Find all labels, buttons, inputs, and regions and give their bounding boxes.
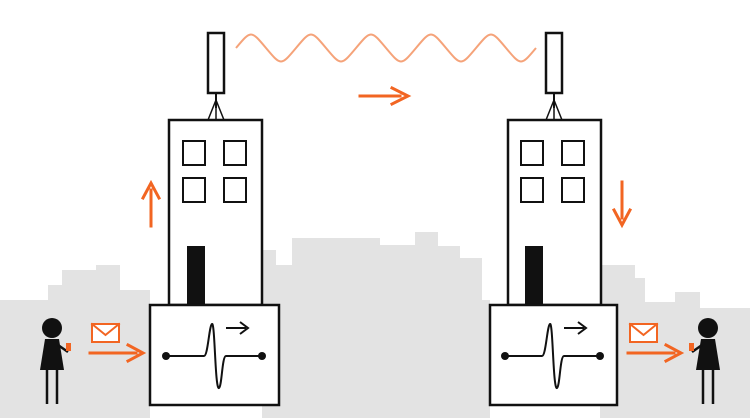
left-person-icon bbox=[40, 318, 71, 404]
right-antenna bbox=[544, 31, 564, 121]
left-base-station bbox=[148, 303, 281, 407]
left-building-door bbox=[187, 246, 205, 305]
left-uplink-arrow bbox=[140, 179, 162, 228]
left-building bbox=[167, 118, 264, 307]
radio-wave bbox=[235, 33, 537, 63]
left-antenna bbox=[206, 31, 226, 121]
right-deliver-arrow bbox=[626, 342, 685, 364]
right-envelope-icon bbox=[628, 322, 659, 343]
right-building-door bbox=[525, 246, 543, 305]
right-building bbox=[506, 118, 603, 307]
right-person-icon bbox=[689, 318, 720, 404]
right-downlink-arrow bbox=[611, 180, 633, 229]
transmit-arrow-top bbox=[358, 85, 412, 107]
right-base-station bbox=[488, 303, 619, 407]
left-send-arrow bbox=[88, 342, 147, 364]
left-envelope-icon bbox=[90, 322, 121, 343]
